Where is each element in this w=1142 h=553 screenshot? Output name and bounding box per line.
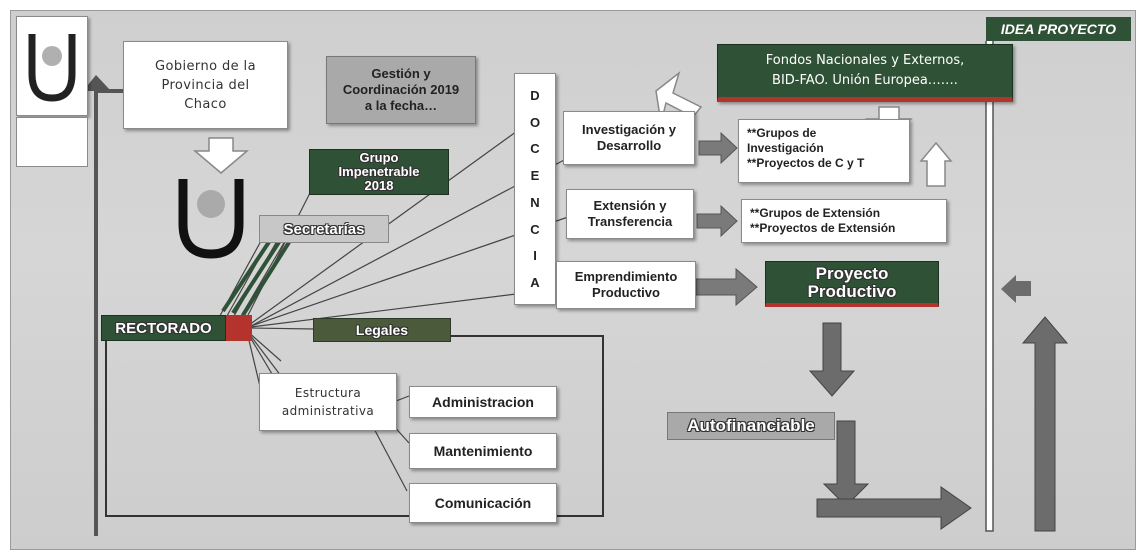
page-title: IDEA PROYECTO [1000,21,1117,37]
autofinanciable-box: Autofinanciable [667,412,835,440]
productivo-down-arrow [808,322,856,397]
investigacion-up-arrow [919,141,953,187]
rectorado-frame [105,329,604,517]
docencia-letter: C [530,221,540,237]
administracion-box: Administracion [409,386,557,418]
rectorado-box: RECTORADO [101,315,226,341]
left-vertical-arrowhead [83,75,111,91]
extension-box: Extensión y Transferencia [566,189,694,239]
gobierno-down-arrow [192,137,250,174]
docencia-letter: E [530,168,540,184]
right-small-left-arrow [1001,275,1031,303]
comunicacion-box: Comunicación [409,483,557,523]
docencia-box: D O C E N C I A [514,73,556,305]
grupo-impenetrable-box: Grupo Impenetrable 2018 [309,149,449,195]
grupos-investigacion-box: **Grupos de Investigación **Proyectos de… [738,119,910,183]
docencia-letter: I [533,248,537,264]
docencia-letter: O [529,114,541,130]
docencia-letter: A [530,275,540,291]
investigacion-box: Investigación y Desarrollo [563,111,695,165]
proyecto-productivo-box: Proyecto Productivo [765,261,939,307]
gestion-box: Gestión y Coordinación 2019 a la fecha… [326,56,476,124]
legales-box: Legales [313,318,451,342]
estructura-box: Estructura administrativa [259,373,397,431]
logo-box-lower [16,117,88,167]
right-up-arrow [1021,316,1069,532]
gobierno-box: Gobierno de la Provincia del Chaco [123,41,288,129]
grupos-extension-box: **Grupos de Extensión **Proyectos de Ext… [741,199,947,243]
docencia-letter: N [530,194,540,210]
connectors-layer [83,41,1069,536]
secretarias-stripes [221,234,295,317]
secretarias-box: Secretarías [259,215,389,243]
docencia-letter: C [530,141,540,157]
bottom-right-arrow [816,486,972,530]
right-arrows [695,131,758,307]
university-logo [28,34,76,102]
logo-box [16,16,88,116]
rectorado-red-block [226,315,252,341]
diagram-slide: IDEA PROYECTO Gobierno de la Provincia d… [10,10,1136,550]
emprendimiento-box: Emprendimiento Productivo [556,261,696,309]
fondos-box: Fondos Nacionales y Externos, BID-FAO. U… [717,44,1013,102]
autofinanciable-down-arrow [822,420,870,507]
right-vertical-line [985,41,994,532]
mantenimiento-box: Mantenimiento [409,433,557,469]
u-logo-large [178,179,244,259]
header-banner: IDEA PROYECTO [986,17,1131,41]
docencia-letter: D [530,87,540,103]
